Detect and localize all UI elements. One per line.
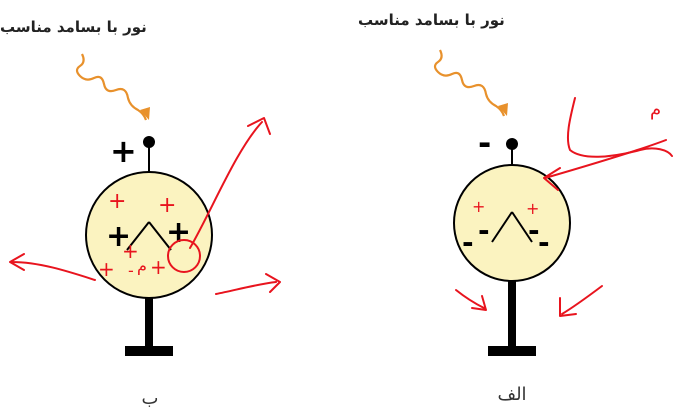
charge-minus-top-right: - — [478, 124, 491, 162]
panel-label-left: ب — [142, 388, 159, 409]
ink-plus-2: + — [158, 193, 176, 218]
ink-circle-around-leaf — [167, 239, 201, 273]
ink-arrow-into-bulb — [543, 139, 667, 191]
ink-arrow-lower-right — [559, 285, 603, 317]
electroscope-bulb-right — [453, 164, 571, 282]
ink-arrowhead-up-right — [247, 117, 271, 135]
panel-left: نور با بسامد مناسب + + + + + + + + - م — [0, 18, 281, 356]
charge-plus-leaf-left-1: + — [106, 219, 131, 254]
electroscope-leaves-right — [491, 211, 533, 243]
ink-arrow-left — [9, 253, 96, 281]
ink-plus-1: + — [108, 189, 126, 214]
panel-right: نور با بسامد مناسب - - - - - + + م — [358, 11, 673, 356]
charge-plus-leaf-left-2: + — [166, 215, 191, 250]
ink-scribble-top-right — [566, 97, 673, 158]
panel-label-right: الف — [497, 384, 526, 405]
ink-plus-right-1: + — [472, 197, 485, 216]
light-arrowhead-right — [498, 103, 508, 116]
ink-arrow-lower-left — [455, 289, 487, 311]
charge-minus-leaf-right-2: - — [478, 214, 490, 247]
ink-plus-5: + — [150, 255, 167, 279]
light-wave-right — [433, 49, 506, 117]
electroscope-base-left — [125, 346, 173, 356]
light-arrowhead-left — [140, 107, 150, 120]
ink-plus-right-2: + — [526, 199, 539, 218]
charge-minus-leaf-right-4: - — [538, 226, 550, 259]
ink-arrow-up-right — [189, 121, 263, 249]
ink-plus-4: + — [98, 257, 115, 281]
ink-arrow-bottom-right — [215, 273, 281, 295]
charge-plus-top-left: + — [110, 132, 137, 170]
light-wave-left — [75, 53, 148, 121]
light-caption-right: نور با بسامد مناسب — [358, 11, 505, 29]
ink-mark-right: م — [650, 99, 661, 120]
electroscope-stand-right — [508, 281, 516, 348]
electroscope-stand-left — [145, 298, 153, 348]
electroscope-leaves-left — [126, 221, 172, 251]
light-caption-left: نور با بسامد مناسب — [0, 18, 147, 36]
ink-minus-1: - — [128, 261, 134, 280]
electroscope-base-right — [488, 346, 536, 356]
ink-mark-left: م — [137, 256, 147, 275]
ink-plus-3: + — [122, 239, 139, 263]
charge-minus-leaf-right-1: - — [462, 226, 474, 259]
charge-minus-leaf-right-3: - — [528, 214, 540, 247]
